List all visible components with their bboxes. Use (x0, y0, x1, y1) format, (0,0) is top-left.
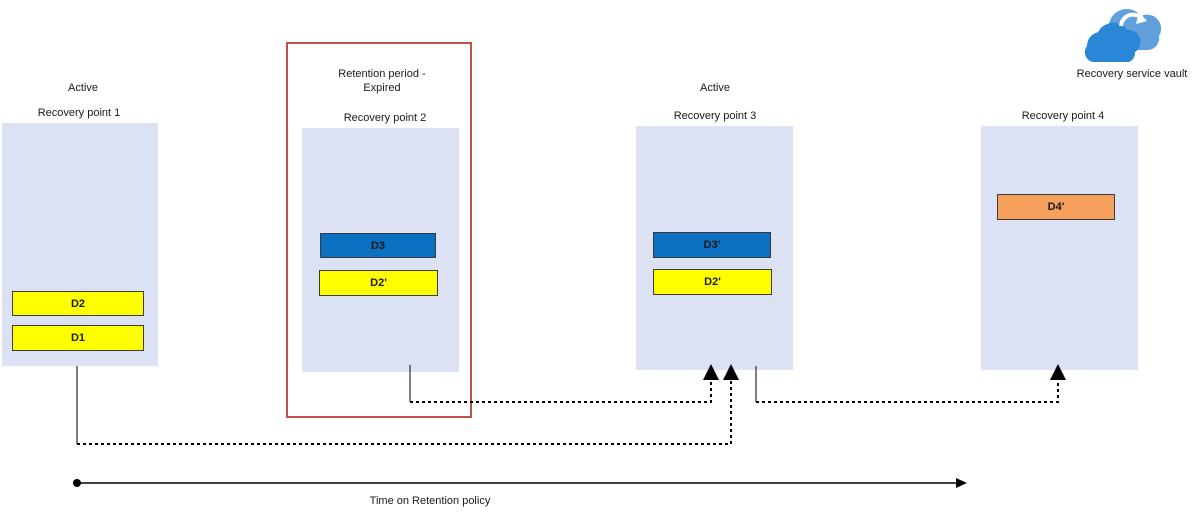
rp1-title: Recovery point 1 (37, 107, 121, 119)
rp1-block-d2: D2 (12, 291, 144, 316)
rp2-title: Recovery point 2 (343, 112, 427, 124)
rp2-block-d3: D3 (320, 233, 436, 258)
rp1-status: Active (68, 82, 98, 94)
rp2-status-line1: Retention period - (338, 68, 426, 80)
rp3-block-d3-prime: D3' (653, 232, 771, 258)
rp1-to-rp3-arrow (77, 364, 739, 445)
rp3-status: Active (700, 82, 730, 94)
rp3-to-rp4-arrow (756, 364, 1066, 403)
vault-label: Recovery service vault (1076, 68, 1188, 80)
rp3-title: Recovery point 3 (673, 110, 757, 122)
rp4-block-d4-prime: D4' (997, 194, 1115, 220)
rp4-panel (981, 126, 1138, 370)
expired-highlight (286, 42, 472, 418)
rp2-block-d2-prime: D2' (319, 270, 438, 296)
rp2-to-rp3-arrow (410, 364, 719, 403)
rp3-block-d2-prime: D2' (653, 269, 772, 295)
timeline-label: Time on Retention policy (369, 495, 491, 507)
rp1-block-d1: D1 (12, 325, 144, 351)
timeline-arrowhead (956, 478, 967, 488)
rp4-title: Recovery point 4 (1021, 110, 1105, 122)
cloud-icon (1084, 8, 1162, 62)
rp2-status-line2: Expired (363, 82, 401, 94)
